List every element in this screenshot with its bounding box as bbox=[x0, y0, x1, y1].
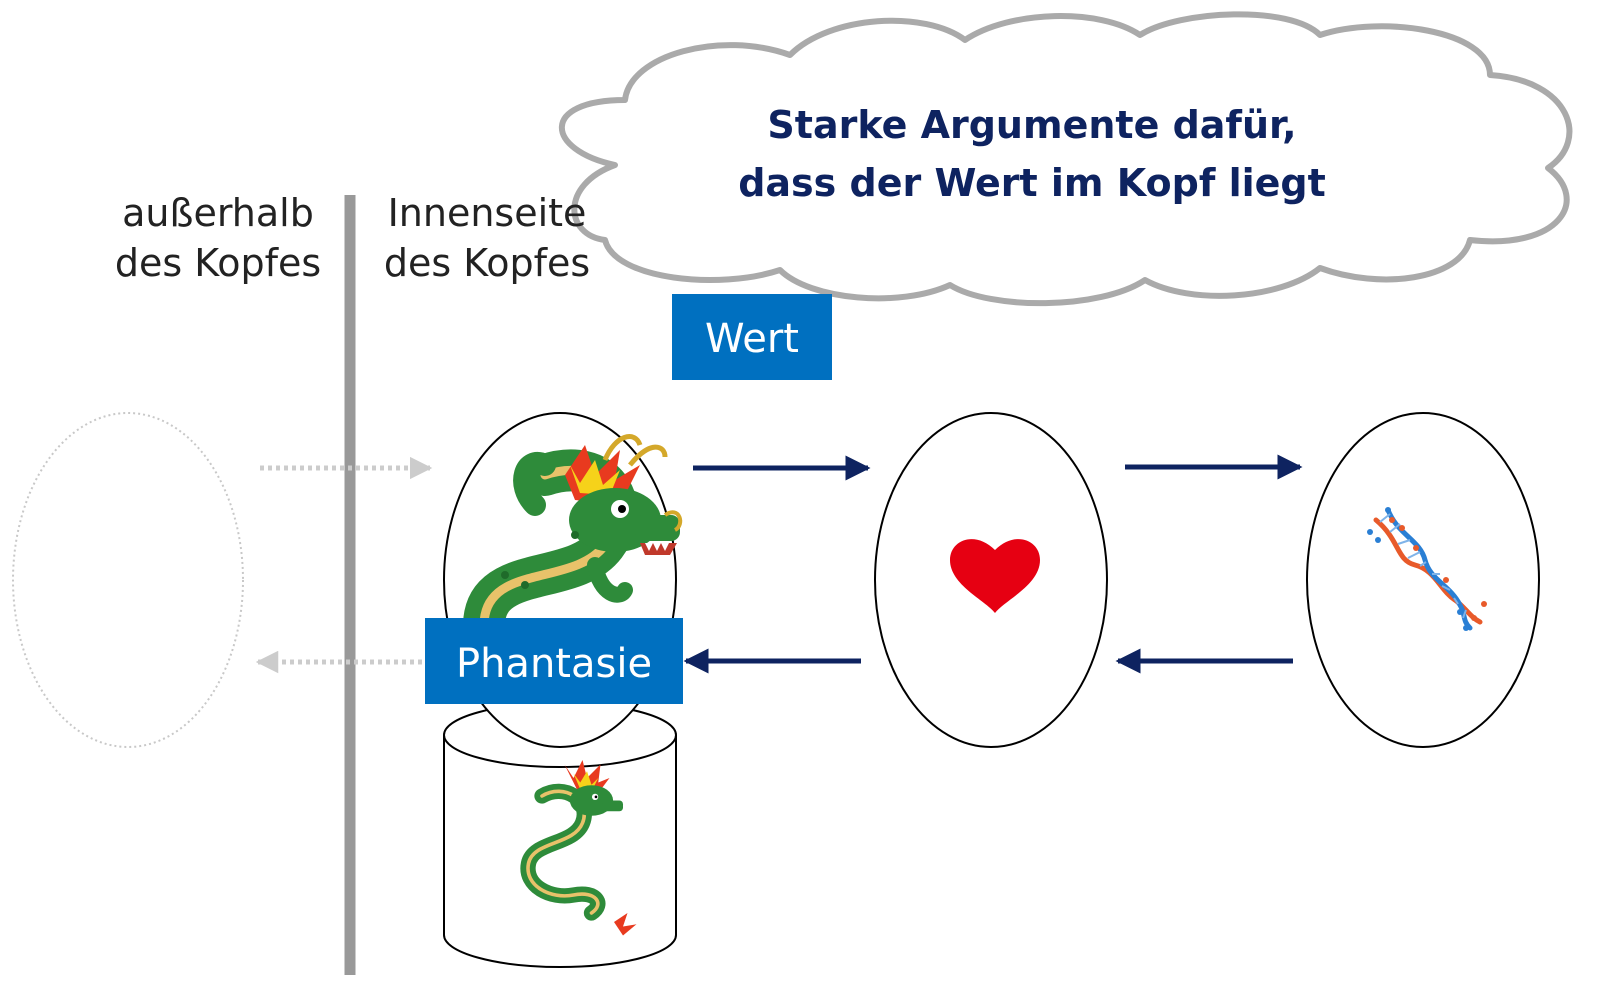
cloud-text-line2: dass der Wert im Kopf liegt bbox=[738, 161, 1326, 205]
inside-label-line1: Innenseite bbox=[388, 191, 587, 235]
cloud-text-line1: Starke Argumente dafür, bbox=[767, 103, 1296, 147]
cloud-shape bbox=[559, 11, 1573, 307]
outside-ellipse bbox=[12, 412, 244, 748]
inside-label-line2: des Kopfes bbox=[384, 241, 590, 285]
small-dragon-icon bbox=[520, 760, 637, 936]
value-box-label: Wert bbox=[705, 316, 799, 362]
heart-icon bbox=[950, 539, 1040, 613]
dna-ellipse bbox=[1306, 412, 1540, 748]
thought-cloud: Starke Argumente dafür, dass der Wert im… bbox=[559, 11, 1573, 307]
outside-label-line2: des Kopfes bbox=[115, 241, 321, 285]
fantasy-box: Phantasie bbox=[425, 618, 683, 704]
value-box: Wert bbox=[672, 294, 832, 380]
dna-icon bbox=[1367, 507, 1487, 631]
fantasy-box-label: Phantasie bbox=[456, 641, 652, 687]
outside-label-line1: außerhalb bbox=[122, 191, 314, 235]
